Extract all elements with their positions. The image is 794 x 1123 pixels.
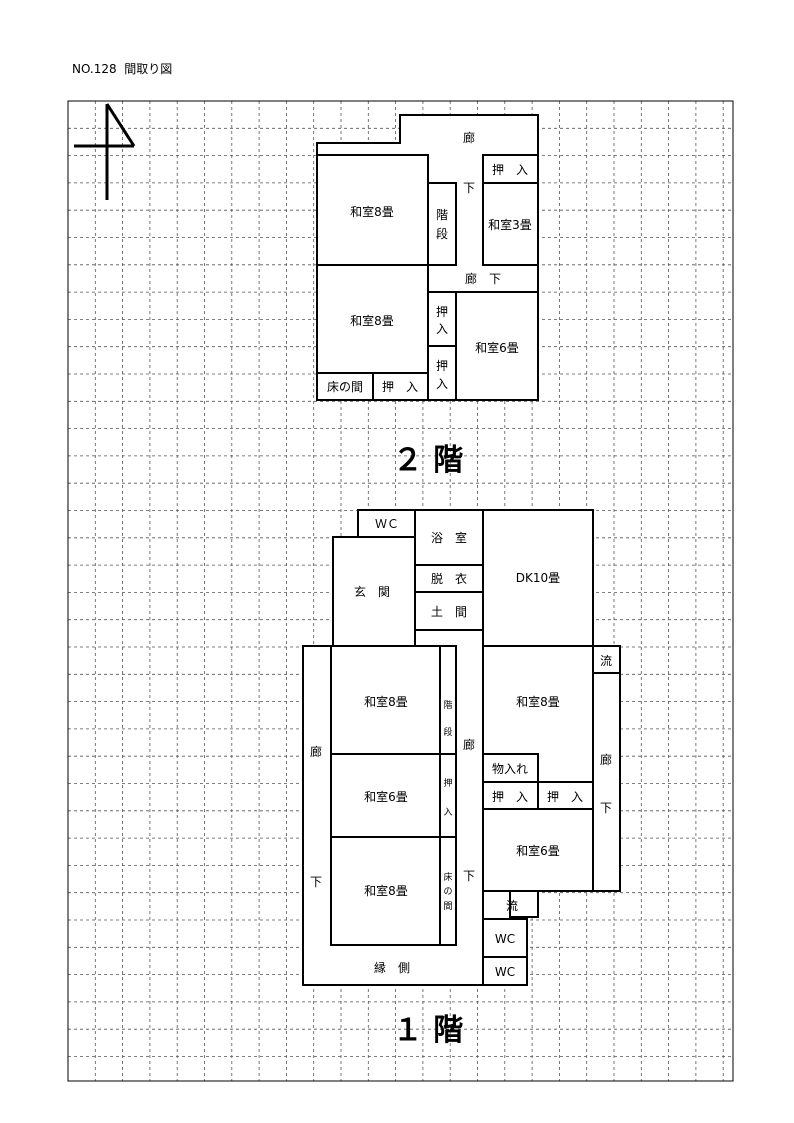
floor1-bath-label: 浴 室 xyxy=(431,530,467,545)
floor2-washitsu-3-label: 和室3畳 xyxy=(488,217,532,232)
floor1-label: １ 階 xyxy=(393,1013,463,1048)
floor2-corridor-mid-label: 廊 下 xyxy=(465,271,501,286)
floor1-storage xyxy=(482,753,539,783)
floor1-east-corridor-b: 下 xyxy=(600,801,612,815)
floor1-washitsu-6-a xyxy=(330,753,441,838)
floor2-corridor-top-b: 下 xyxy=(463,181,475,195)
floor2-washitsu-8-lower-label: 和室8畳 xyxy=(350,313,394,328)
floor1-tokonoma xyxy=(439,836,457,946)
floor2-closet-left-2b: 入 xyxy=(436,377,448,391)
floor1-dk xyxy=(482,509,594,647)
floor2-closet-top-label: 押 入 xyxy=(492,163,528,177)
floor1-closet-east-1 xyxy=(482,781,539,810)
floor1-dressing xyxy=(414,564,484,593)
floor1-sink-top xyxy=(592,645,621,674)
floor2-stairs-label-a: 階 xyxy=(436,207,448,222)
floor1-closet-east-2-label: 押 入 xyxy=(547,790,583,804)
floor1-wc-2 xyxy=(482,956,528,986)
floor1-wc-1-label: WC xyxy=(495,932,515,946)
floor1-west-corridor-b: 下 xyxy=(310,875,322,889)
floor1-tokonoma-b: の xyxy=(443,887,452,897)
floor1-stairs-label-a: 階 xyxy=(443,700,452,711)
floor1-east-corridor xyxy=(592,672,621,892)
floor1-center-corridor-b: 下 xyxy=(463,869,475,883)
floor1-washitsu-6-east-label: 和室6畳 xyxy=(516,843,560,858)
floor2-label: ２ 階 xyxy=(393,443,463,478)
floor2-stairs-label-b: 段 xyxy=(436,226,448,241)
floor1-dk-label: DK10畳 xyxy=(516,571,560,585)
floor1-center-corridor-a: 廊 xyxy=(463,737,475,752)
floor2-tokonoma xyxy=(316,372,374,401)
floor1-washitsu-6-east xyxy=(482,808,594,892)
floor1-sink-bottom-label: 流 xyxy=(506,899,518,913)
floor2-closet-left-2a: 押 xyxy=(436,359,448,373)
floor1-genkan-label: 玄 関 xyxy=(354,584,390,599)
plan-frame xyxy=(67,100,734,1082)
floor1-doma xyxy=(414,591,484,631)
floor1-washitsu-8-b xyxy=(330,836,441,946)
floor1-doma-label: 土 間 xyxy=(431,605,467,619)
floor2-closet-bottom xyxy=(372,372,429,401)
floor1-stairs-label-b: 段 xyxy=(443,726,452,738)
floor1-engawa-label: 縁 側 xyxy=(374,960,410,975)
floor2-washitsu-3 xyxy=(482,182,539,266)
floor2-closet-bottom-label: 押 入 xyxy=(382,380,418,394)
floor2-plan: 廊 下 押 入 和室8畳 階 段 和室3畳 廊 下 和室8畳 押 入 押 入 和… xyxy=(316,114,539,401)
floor1-sink-top-label: 流 xyxy=(600,654,612,668)
floor2-closet-left-1b: 入 xyxy=(436,322,448,336)
floor1-dressing-label: 脱 衣 xyxy=(431,571,467,586)
floor2-stairs xyxy=(427,182,457,266)
floor2-washitsu-6 xyxy=(455,291,539,401)
floor2-closet-left-1a: 押 xyxy=(436,305,448,319)
floor1-closet-east-1-label: 押 入 xyxy=(492,790,528,804)
floor1-washitsu-8-a-label: 和室8畳 xyxy=(364,694,408,709)
floor1-east-corridor-a: 廊 xyxy=(600,752,612,767)
floor1-closet-b: 入 xyxy=(443,807,452,818)
floor1-tokonoma-a: 床 xyxy=(443,871,452,883)
floor2-washitsu-6-label: 和室6畳 xyxy=(475,340,519,355)
north-arrow-icon xyxy=(74,103,136,200)
floor1-storage-label: 物入れ xyxy=(492,762,528,776)
floor1-west-corridor-a: 廊 xyxy=(310,744,322,759)
floor1-tokonoma-c: 間 xyxy=(443,901,452,912)
floor2-washitsu-8-upper-label: 和室8畳 xyxy=(350,204,394,219)
floor1-washitsu-6-a-label: 和室6畳 xyxy=(364,789,408,804)
floor2-washitsu-8-upper xyxy=(316,154,429,266)
floor1-wc-2-label: WC xyxy=(495,965,515,979)
floor2-tokonoma-label: 床の間 xyxy=(327,380,363,394)
floor1-genkan xyxy=(332,536,416,647)
floor2-closet-left-1 xyxy=(427,291,457,347)
floor2-corridor-top-a: 廊 xyxy=(463,130,475,145)
floor1-washitsu-8-b-label: 和室8畳 xyxy=(364,883,408,898)
floor1-washitsu-8-east-label: 和室8畳 xyxy=(516,694,560,709)
floor1-closet-a: 押 xyxy=(443,777,452,789)
floor1-bath xyxy=(414,509,484,566)
floor2-closet-left-2 xyxy=(427,345,457,401)
page-title: NO.128 間取り図 xyxy=(72,62,173,76)
floor1-wc-top-label: ＷＣ xyxy=(375,517,399,531)
floor1-plan: ＷＣ 浴 室 DK10畳 玄 関 脱 衣 土 間 廊 下 和室8畳 階 段 和室… xyxy=(302,509,621,986)
floor1-closet-west xyxy=(439,753,457,838)
